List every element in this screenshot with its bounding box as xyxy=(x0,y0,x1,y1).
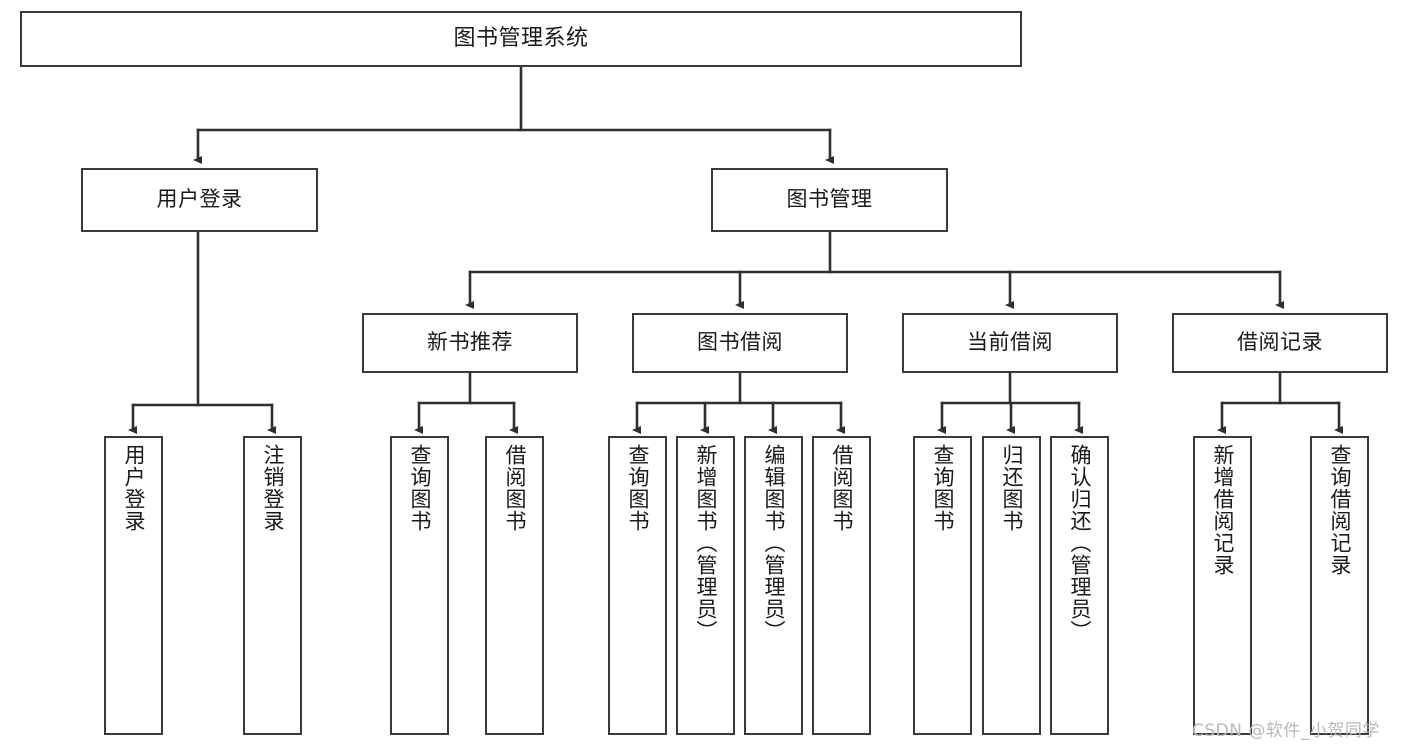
node-label: 用户登录 xyxy=(121,444,146,532)
node-label: 新书推荐 xyxy=(427,330,513,355)
node-label: 借阅记录 xyxy=(1237,330,1323,355)
node-label: 查询图书 xyxy=(930,444,955,532)
node-label: 图书管理系统 xyxy=(453,25,589,51)
node-label: 图书借阅 xyxy=(697,330,783,355)
leaf-new-book-query[interactable]: 查询图书 xyxy=(390,436,449,735)
leaf-borrow-add-book-admin[interactable]: 新增图书（管理员） xyxy=(676,436,735,735)
node-label: 借阅图书 xyxy=(502,444,527,532)
node-label: 查询借阅记录 xyxy=(1327,444,1352,576)
leaf-current-confirm-return-admin[interactable]: 确认归还（管理员） xyxy=(1050,436,1109,735)
leaf-records-query-record[interactable]: 查询借阅记录 xyxy=(1310,436,1369,735)
node-label: 编辑图书（管理员） xyxy=(761,444,786,642)
node-label: 用户登录 xyxy=(156,187,243,212)
node-user-login[interactable]: 用户登录 xyxy=(81,168,318,232)
node-label: 当前借阅 xyxy=(967,330,1053,355)
node-label: 新增借阅记录 xyxy=(1210,444,1235,576)
node-label: 归还图书 xyxy=(999,444,1024,532)
leaf-borrow-borrow-book[interactable]: 借阅图书 xyxy=(812,436,871,735)
leaf-user-login-signin[interactable]: 用户登录 xyxy=(104,436,163,735)
leaf-current-query-book[interactable]: 查询图书 xyxy=(913,436,972,735)
leaf-borrow-query-book[interactable]: 查询图书 xyxy=(608,436,667,735)
node-root-system[interactable]: 图书管理系统 xyxy=(20,11,1022,67)
leaf-records-add-record[interactable]: 新增借阅记录 xyxy=(1193,436,1252,735)
leaf-current-return-book[interactable]: 归还图书 xyxy=(982,436,1041,735)
node-label: 借阅图书 xyxy=(829,444,854,532)
node-new-book-recommend[interactable]: 新书推荐 xyxy=(362,313,578,373)
leaf-user-login-signout[interactable]: 注销登录 xyxy=(243,436,302,735)
node-label: 查询图书 xyxy=(407,444,432,532)
leaf-borrow-edit-book-admin[interactable]: 编辑图书（管理员） xyxy=(744,436,803,735)
node-label: 新增图书（管理员） xyxy=(693,444,718,642)
leaf-new-book-borrow[interactable]: 借阅图书 xyxy=(485,436,544,735)
node-label: 注销登录 xyxy=(260,444,285,532)
node-label: 确认归还（管理员） xyxy=(1067,444,1092,642)
node-current-borrow[interactable]: 当前借阅 xyxy=(902,313,1118,373)
node-label: 查询图书 xyxy=(625,444,650,532)
watermark-text: CSDN @软件_小贺同学 xyxy=(1192,721,1380,741)
node-borrow-records[interactable]: 借阅记录 xyxy=(1172,313,1388,373)
node-label: 图书管理 xyxy=(786,187,873,212)
node-book-management[interactable]: 图书管理 xyxy=(711,168,948,232)
node-book-borrow[interactable]: 图书借阅 xyxy=(632,313,848,373)
